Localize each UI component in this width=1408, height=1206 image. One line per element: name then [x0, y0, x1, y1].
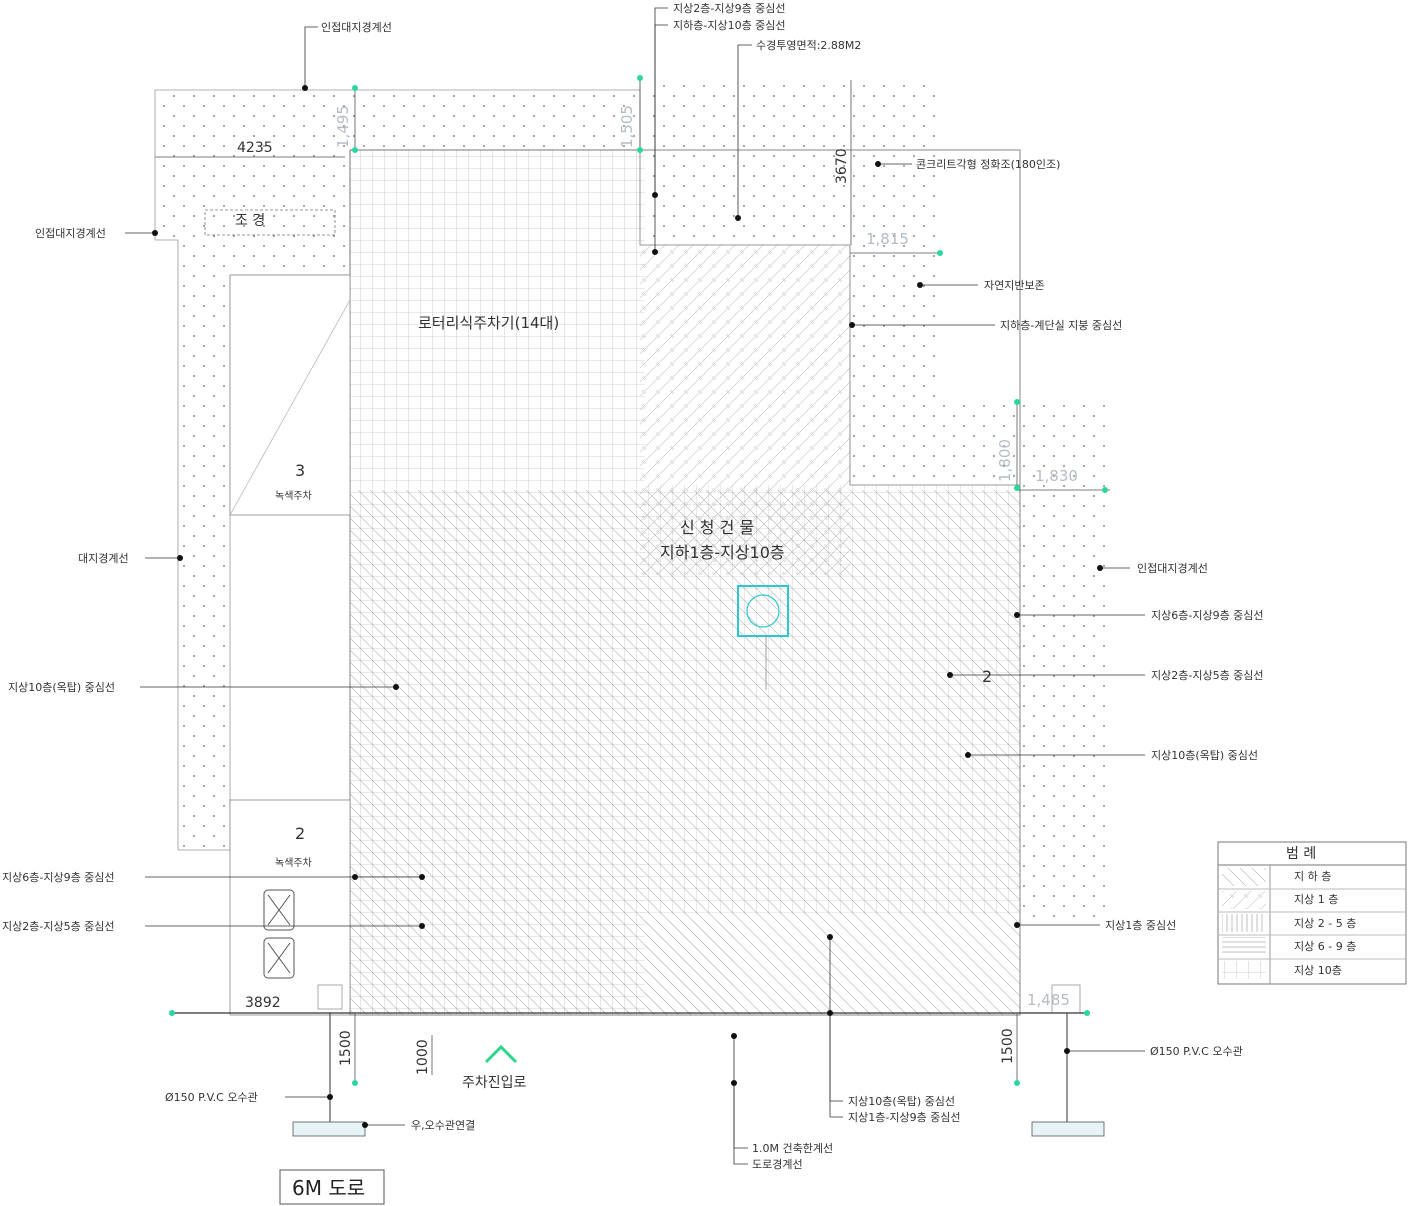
- callout-2f-5f-left: 지상2층-지상5층 중심선: [2, 920, 115, 933]
- callout-pvc-right: Ø150 P.V.C 오수관: [1150, 1045, 1243, 1058]
- callout-2f-9f-centerline: 지상2층-지상9층 중심선: [673, 2, 786, 15]
- landscape-top-right: [650, 80, 940, 245]
- dim-1500-left: 1500: [338, 1030, 354, 1066]
- leader-lines: [125, 7, 1145, 1165]
- dim-1830: 1,830: [1035, 467, 1078, 485]
- callout-site-boundary: 대지경계선: [78, 552, 129, 565]
- upper-floor-grid: [640, 485, 1020, 915]
- callout-adj-boundary-left: 인접대지경계선: [35, 227, 106, 240]
- entrance-gap: [645, 920, 735, 1015]
- dim-3892: 3892: [245, 995, 281, 1011]
- landscape-right-mid: [940, 405, 1020, 485]
- callout-b1-10f-centerline: 지하층-지상10층 중심선: [673, 18, 786, 32]
- callout-road-boundary: 도로경계선: [752, 1158, 803, 1171]
- callout-10f-bottom: 지상10층(옥탑) 중심선: [848, 1095, 955, 1108]
- parking-symbols: [263, 889, 1081, 1014]
- callout-sewer: 우,오수관연결: [411, 1119, 475, 1132]
- dim-3670: 3670: [834, 148, 850, 184]
- building-footprint: [204, 80, 1021, 1016]
- callout-10f-left: 지상10층(옥탑) 중심선: [8, 681, 115, 694]
- callout-septic-tank: 콘크리트각형 정화조(180인조): [916, 158, 1060, 171]
- road-label-box: [279, 1169, 385, 1205]
- dim-1500-right: 1500: [1000, 1028, 1016, 1064]
- building-floors-label: 지하1층-지상10층: [660, 543, 785, 562]
- water-feature: [737, 585, 789, 690]
- dim-1495: 1,495: [334, 105, 352, 148]
- dim-1505: 1,505: [618, 105, 636, 148]
- dim-1815: 1,815: [866, 230, 909, 248]
- leader-dots: [152, 85, 1103, 1128]
- zone-labels: 조 경 로터리식주차기(14대) 신 청 건 물 지하1층-지상10층 3 녹색…: [235, 213, 992, 1091]
- parking-machine-label: 로터리식주차기(14대): [418, 314, 559, 332]
- callout-1f-right: 지상1층 중심선: [1105, 919, 1176, 932]
- dimension-texts: 4235 1,495 1,505 3670 1,815 1,800 1,830 …: [237, 105, 1078, 1075]
- callout-natural-ground: 자연지반보존: [984, 279, 1045, 292]
- legend-title: 범 례: [1286, 846, 1316, 862]
- green-parking-3-label: 녹색주차: [275, 490, 312, 502]
- dim-1000: 1000: [415, 1039, 431, 1075]
- building-name-label: 신 청 건 물: [680, 518, 754, 537]
- legend-item: 지상 1 층: [1294, 893, 1338, 906]
- landscape-right-lower: [1020, 405, 1105, 925]
- legend-item: 지상 6 - 9 층: [1294, 940, 1356, 953]
- landscape-right-strip: [850, 245, 940, 485]
- legend-item: 지상 10층: [1294, 964, 1342, 977]
- legend-item: 지 하 층: [1294, 869, 1331, 883]
- callout-adj-boundary-right: 인접대지경계선: [1137, 562, 1208, 575]
- callout-texts: 인접대지경계선 인접대지경계선 대지경계선 지상2층-지상9층 중심선 지하층-…: [2, 2, 1264, 1171]
- callout-6f-9f-right: 지상6층-지상9층 중심선: [1151, 609, 1264, 622]
- callout-stair-core: 지하층-계단실 지붕 중심선: [1000, 318, 1122, 332]
- dimension-markers: [155, 75, 1110, 1086]
- callout-adj-boundary-top: 인접대지경계선: [321, 21, 392, 34]
- callout-setback: 1.0M 건축한계선: [752, 1142, 833, 1155]
- callout-1f-9f-bottom: 지상1층-지상9층 중심선: [848, 1111, 961, 1124]
- callout-pvc-left: Ø150 P.V.C 오수관: [165, 1091, 258, 1104]
- road-elements: [172, 1012, 1105, 1205]
- dim-1800: 1,800: [996, 439, 1014, 482]
- basement-area: [350, 150, 645, 1015]
- green-parking-2-label: 녹색주차: [275, 857, 312, 869]
- callout-water-area: 수경투영면적:2.88M2: [756, 39, 861, 52]
- green-parking-2-number: 2: [295, 824, 305, 843]
- callout-2f-5f-right: 지상2층-지상5층 중심선: [1151, 669, 1264, 682]
- legend: 범 례 지 하 층 지상 1 층 지상 2 - 5 층 지상 6 - 9 층 지…: [1217, 841, 1407, 985]
- dim-1485: 1,485: [1027, 991, 1070, 1009]
- parking-entrance-label: 주차진입로: [462, 1075, 527, 1091]
- green-parking-3-number: 3: [295, 461, 305, 480]
- dim-4235: 4235: [237, 140, 273, 156]
- right-zone-number: 2: [982, 667, 992, 686]
- road-label: 6M 도로: [292, 1176, 365, 1200]
- legend-item: 지상 2 - 5 층: [1294, 917, 1356, 930]
- landscape-label: 조 경: [235, 213, 265, 229]
- landscape-areas: [154, 80, 1105, 925]
- callout-6f-9f-left: 지상6층-지상9층 중심선: [2, 871, 115, 884]
- callout-10f-right: 지상10층(옥탑) 중심선: [1151, 749, 1258, 762]
